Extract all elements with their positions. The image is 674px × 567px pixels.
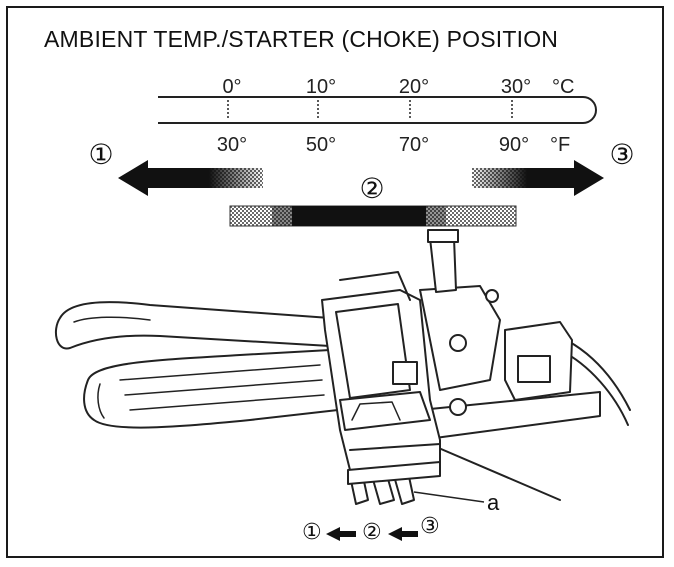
- position-2-bar: [229, 205, 517, 227]
- handlebar-illustration: [54, 229, 631, 505]
- celsius-tick-label-20: 20°: [398, 76, 430, 98]
- celsius-tick-label-30: 30°: [500, 76, 532, 98]
- fahrenheit-tick-label-90: 90°: [498, 134, 530, 156]
- fahrenheit-tick-label-50: 50°: [305, 134, 337, 156]
- position-2-marker: ②: [359, 172, 385, 205]
- lever-sequence-2: ②: [362, 520, 382, 545]
- position-3-marker: ③: [609, 138, 635, 171]
- lever-sequence-arrows: [326, 527, 418, 541]
- fahrenheit-tick-label-70: 70°: [398, 134, 430, 156]
- diagram-title: AMBIENT TEMP./STARTER (CHOKE) POSITION: [44, 26, 559, 52]
- celsius-unit-label: °C: [552, 76, 575, 98]
- fahrenheit-tick-label-30: 30°: [216, 134, 248, 156]
- lever-sequence-1: ①: [302, 520, 322, 545]
- celsius-tick-label-0: 0°: [222, 76, 242, 98]
- position-3-arrow: [472, 160, 604, 196]
- celsius-tick-label-10: 10°: [305, 76, 337, 98]
- position-1-marker: ①: [88, 138, 114, 171]
- lever-sequence-3: ③: [420, 514, 440, 539]
- callout-label-a: a: [487, 490, 500, 515]
- callout-leader-line: [413, 491, 485, 503]
- fahrenheit-unit-label: °F: [550, 134, 571, 156]
- position-1-arrow: [118, 160, 263, 196]
- temperature-scale: [158, 96, 597, 124]
